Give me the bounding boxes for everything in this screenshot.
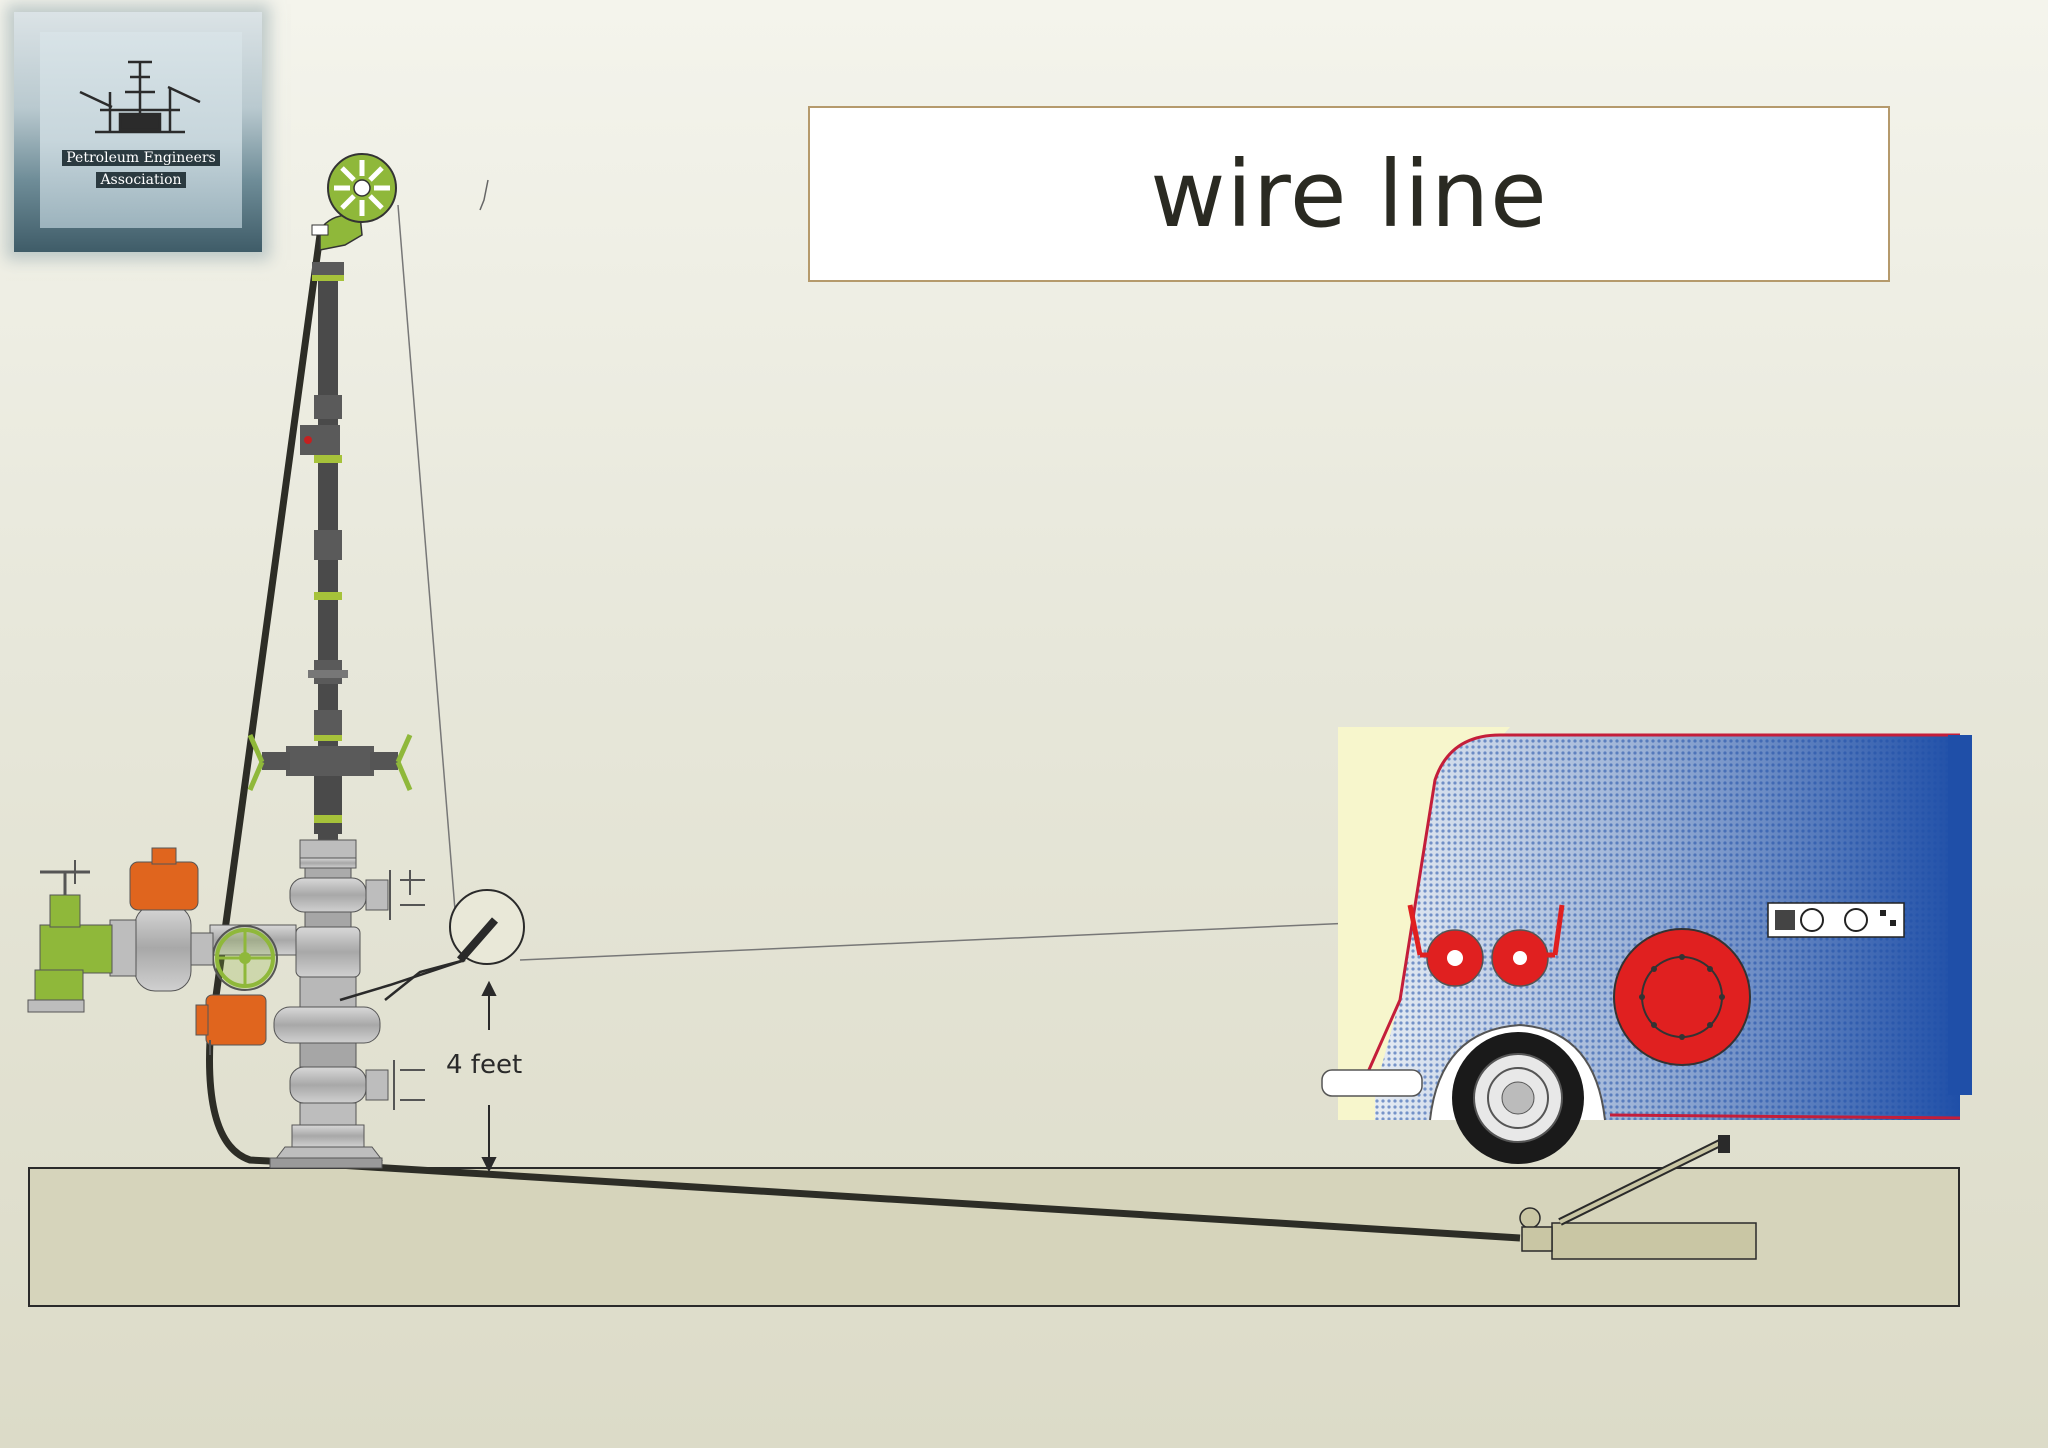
height-dimension bbox=[481, 980, 497, 1173]
bop bbox=[286, 746, 374, 776]
weight-indicator-icon bbox=[339, 889, 525, 1002]
wing-valve bbox=[27, 847, 297, 1055]
wellhead bbox=[269, 839, 425, 1169]
page-title: wire line bbox=[1150, 140, 1548, 248]
logo-inner: Petroleum Engineers Association bbox=[40, 32, 242, 228]
wire-to-weight-indicator bbox=[397, 204, 456, 911]
logo-line-2: Association bbox=[40, 172, 242, 188]
reel-drum-icon bbox=[1407, 904, 1751, 1066]
offshore-rig-icon bbox=[79, 60, 201, 134]
control-panel-icon bbox=[1767, 902, 1905, 938]
logo: Petroleum Engineers Association bbox=[14, 12, 262, 252]
lubricator bbox=[247, 262, 413, 842]
title-box: wire line bbox=[808, 106, 1890, 282]
wire-to-truck bbox=[519, 919, 1421, 961]
wireline-truck bbox=[1321, 727, 1972, 1164]
height-label: 4 feet bbox=[446, 1050, 523, 1080]
hydraulic-pump-icon bbox=[1519, 1135, 1757, 1260]
sheave-wheel-icon bbox=[311, 153, 397, 251]
logo-line-1: Petroleum Engineers bbox=[40, 150, 242, 166]
